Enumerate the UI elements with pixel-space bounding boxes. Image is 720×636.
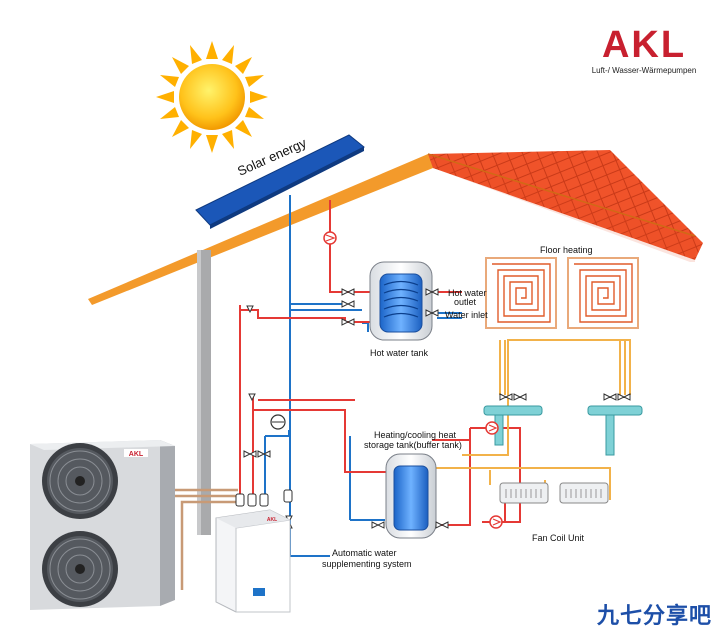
hot-water-outlet-label-2: outlet (454, 297, 477, 307)
floor-heating-panel-1 (485, 257, 557, 329)
pressure-gauge-icon (270, 414, 286, 430)
buffer-tank-label-1: Heating/cooling heat (374, 430, 457, 440)
sun-icon (156, 41, 268, 153)
manifold-right (587, 405, 643, 456)
auto-water-label-2: supplementing system (322, 559, 412, 569)
watermark-text: 九七分享吧 (596, 604, 712, 629)
indoor-unit-badge: AKL (267, 517, 277, 523)
pump-icon (489, 515, 503, 529)
floor-heating-label: Floor heating (540, 245, 593, 255)
return-pipes (436, 339, 631, 500)
fan-coil-unit-1 (499, 482, 549, 504)
outdoor-heat-pump-unit (30, 440, 175, 610)
pump-icon (323, 231, 337, 245)
indoor-hydro-module (215, 509, 291, 613)
buffer-tank-label-2: storage tank(buffer tank) (364, 440, 462, 450)
outdoor-unit-badge: AKL (129, 451, 144, 458)
brand-name: AKL (601, 24, 687, 66)
fan-coil-unit-2 (559, 482, 609, 504)
hot-water-tank (369, 261, 433, 341)
fan-coil-unit-label: Fan Coil Unit (532, 533, 585, 543)
strainer-icon (235, 489, 293, 507)
floor-heating-panel-2 (567, 257, 639, 329)
water-inlet-label: Water inlet (445, 310, 488, 320)
brand-logo: AKL Luft-/ Wasser-Wärmepumpen (588, 26, 700, 75)
auto-water-label-1: Automatic water (332, 548, 397, 558)
brand-subtitle: Luft-/ Wasser-Wärmepumpen (591, 66, 697, 75)
buffer-tank (385, 453, 437, 539)
solar-panel (195, 134, 365, 229)
pump-icon (485, 421, 499, 435)
hot-water-outlet-label-1: Hot water (448, 288, 487, 298)
roof (88, 150, 703, 305)
hot-water-tank-label: Hot water tank (370, 348, 429, 358)
valve-icon (243, 288, 631, 529)
